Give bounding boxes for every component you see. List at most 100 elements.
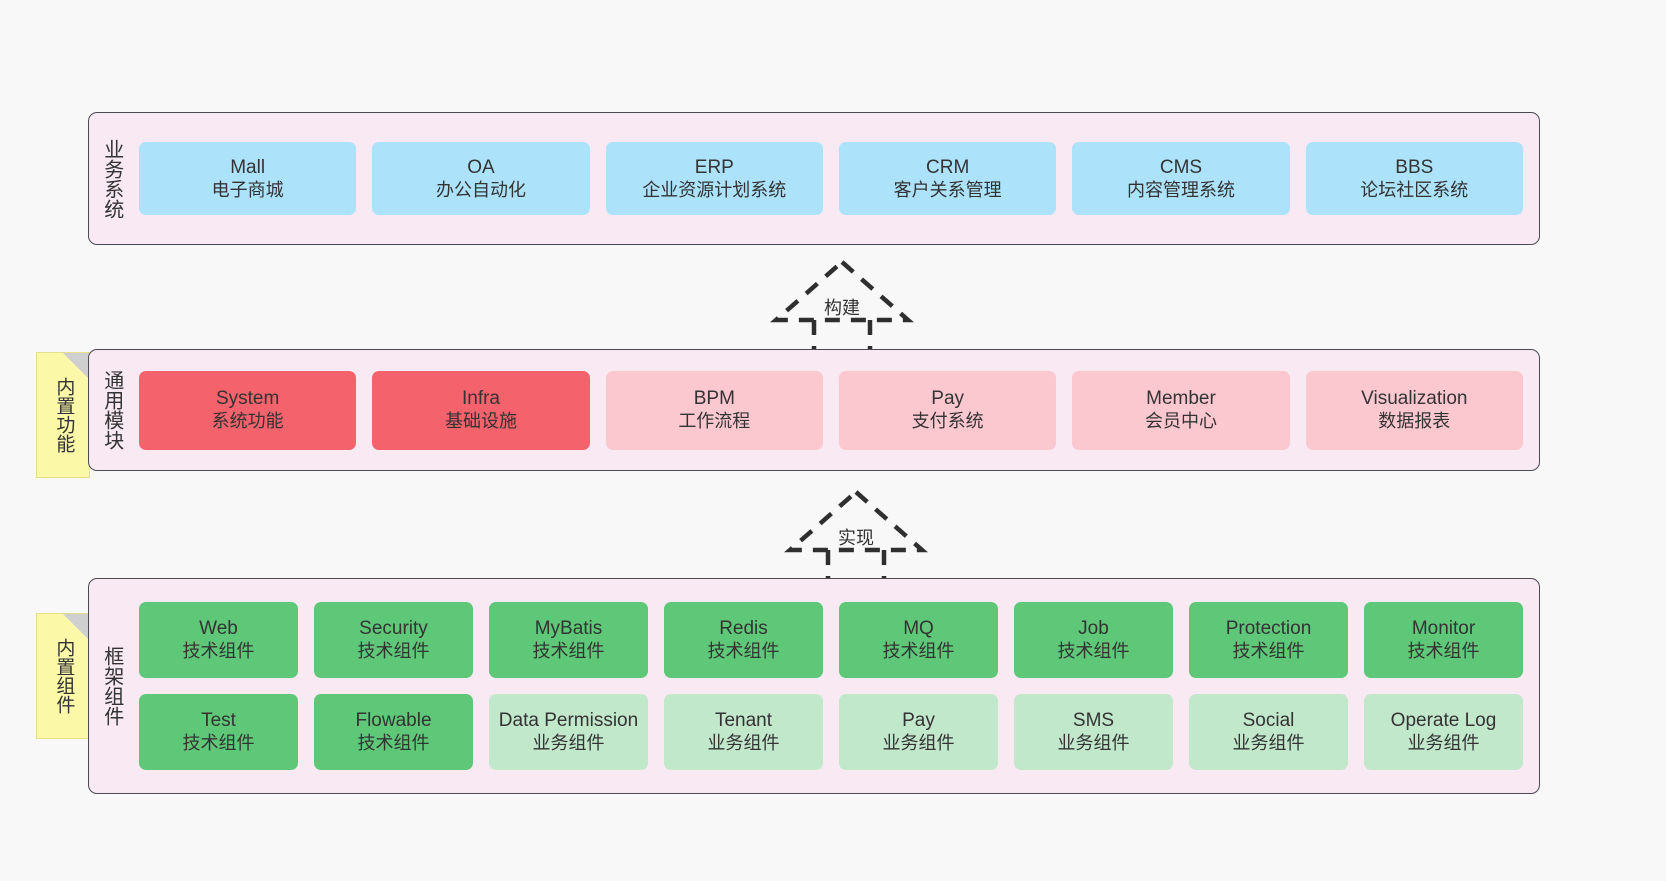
module-card-flowable[interactable]: Flowable 技术组件 [314, 694, 473, 770]
module-card-crm[interactable]: CRM 客户关系管理 [838, 142, 1057, 215]
module-card-pay-business[interactable]: Pay 业务组件 [839, 694, 998, 770]
module-card-subtitle: 基础设施 [444, 411, 517, 432]
module-card-title: Tenant [714, 710, 773, 732]
module-card-subtitle: 内容管理系统 [1126, 179, 1235, 200]
module-card-data-permission[interactable]: Data Permission 业务组件 [489, 694, 648, 770]
layer-body-business-system: Mall 电子商城 OA 办公自动化 ERP 企业资源计划系统 CRM 客户关系… [133, 113, 1539, 244]
module-card-title: System [215, 388, 280, 410]
module-card-subtitle: 业务组件 [1057, 733, 1130, 754]
module-card-subtitle: 数据报表 [1378, 411, 1451, 432]
layer-title-framework-component: 框架组件 [100, 646, 123, 726]
module-card-title: Security [359, 618, 428, 640]
layer-title-common-module: 通用模块 [100, 370, 123, 450]
module-card-sms[interactable]: SMS 业务组件 [1014, 694, 1173, 770]
module-card-title: Test [201, 710, 236, 732]
module-card-cms[interactable]: CMS 内容管理系统 [1072, 142, 1290, 215]
module-card-title: Visualization [1361, 388, 1468, 410]
module-card-title: MQ [903, 618, 934, 640]
layer-body-common-module: System 系统功能 Infra 基础设施 BPM 工作流程 Pay 支付系统… [133, 350, 1539, 470]
module-card-web[interactable]: Web 技术组件 [139, 602, 298, 678]
module-card-subtitle: 业务组件 [532, 733, 605, 754]
module-card-social[interactable]: Social 业务组件 [1189, 694, 1348, 770]
card-row: System 系统功能 Infra 基础设施 BPM 工作流程 Pay 支付系统… [139, 370, 1523, 450]
sticky-note-builtin-components: 内置组件 [36, 613, 90, 739]
module-card-title: OA [467, 156, 495, 178]
module-card-title: MyBatis [534, 618, 603, 640]
module-card-subtitle: 业务组件 [707, 733, 780, 754]
module-card-tenant[interactable]: Tenant 业务组件 [664, 694, 823, 770]
module-card-subtitle: 工作流程 [678, 411, 751, 432]
module-card-title: Data Permission [498, 710, 639, 732]
module-card-title: Infra [461, 388, 500, 410]
module-card-subtitle: 技术组件 [357, 641, 430, 662]
module-card-title: Social [1242, 710, 1295, 732]
module-card-title: CMS [1159, 156, 1203, 178]
sticky-note-label: 内置功能 [53, 377, 75, 453]
module-card-subtitle: 技术组件 [1232, 641, 1305, 662]
arrowhead-generalization [770, 259, 914, 323]
module-card-title: BPM [693, 388, 735, 410]
module-card-monitor[interactable]: Monitor 技术组件 [1364, 602, 1523, 678]
arrowhead-generalization [784, 489, 928, 553]
module-card-subtitle: 业务组件 [1232, 733, 1305, 754]
module-card-pay[interactable]: Pay 支付系统 [838, 370, 1057, 450]
layer-framework-component: 框架组件 Web 技术组件 Security 技术组件 MyBatis 技术组件… [88, 578, 1540, 794]
module-card-title: Mall [230, 156, 266, 178]
module-card-subtitle: 技术组件 [532, 641, 605, 662]
module-card-title: Monitor [1411, 618, 1476, 640]
module-card-mall[interactable]: Mall 电子商城 [139, 142, 357, 215]
layer-common-module: 通用模块 System 系统功能 Infra 基础设施 BPM 工作流程 Pay… [88, 349, 1540, 471]
module-card-subtitle: 论坛社区系统 [1360, 179, 1469, 200]
module-card-subtitle: 业务组件 [1407, 733, 1480, 754]
card-row: Test 技术组件 Flowable 技术组件 Data Permission … [139, 694, 1523, 770]
module-card-test[interactable]: Test 技术组件 [139, 694, 298, 770]
layer-business-system: 业务系统 Mall 电子商城 OA 办公自动化 ERP 企业资源计划系统 CRM… [88, 112, 1540, 245]
module-card-subtitle: 业务组件 [882, 733, 955, 754]
module-card-subtitle: 技术组件 [182, 641, 255, 662]
module-card-bbs[interactable]: BBS 论坛社区系统 [1305, 142, 1523, 215]
card-row: Web 技术组件 Security 技术组件 MyBatis 技术组件 Redi… [139, 602, 1523, 678]
module-card-title: ERP [694, 156, 734, 178]
module-card-subtitle: 技术组件 [357, 733, 430, 754]
module-card-title: Operate Log [1390, 710, 1497, 732]
module-card-title: Flowable [355, 710, 432, 732]
connector-build: 构建 [742, 256, 942, 361]
module-card-security[interactable]: Security 技术组件 [314, 602, 473, 678]
module-card-title: SMS [1072, 710, 1115, 732]
module-card-erp[interactable]: ERP 企业资源计划系统 [605, 142, 823, 215]
module-card-bpm[interactable]: BPM 工作流程 [605, 370, 823, 450]
layer-body-framework-component: Web 技术组件 Security 技术组件 MyBatis 技术组件 Redi… [133, 579, 1539, 793]
module-card-title: Protection [1225, 618, 1312, 640]
module-card-title: BBS [1395, 156, 1434, 178]
module-card-title: Member [1146, 388, 1216, 410]
module-card-subtitle: 企业资源计划系统 [642, 179, 787, 200]
module-card-subtitle: 电子商城 [211, 179, 284, 200]
module-card-oa[interactable]: OA 办公自动化 [372, 142, 590, 215]
card-row: Mall 电子商城 OA 办公自动化 ERP 企业资源计划系统 CRM 客户关系… [139, 142, 1523, 215]
module-card-infra[interactable]: Infra 基础设施 [372, 370, 590, 450]
layer-title-business-system: 业务系统 [100, 138, 123, 219]
module-card-subtitle: 客户关系管理 [893, 179, 1002, 200]
module-card-mybatis[interactable]: MyBatis 技术组件 [489, 602, 648, 678]
module-card-protection[interactable]: Protection 技术组件 [1189, 602, 1348, 678]
module-card-operate-log[interactable]: Operate Log 业务组件 [1364, 694, 1523, 770]
module-card-member[interactable]: Member 会员中心 [1072, 370, 1290, 450]
sticky-note-label: 内置组件 [53, 638, 75, 714]
module-card-mq[interactable]: MQ 技术组件 [839, 602, 998, 678]
module-card-visualization[interactable]: Visualization 数据报表 [1305, 370, 1523, 450]
module-card-title: CRM [926, 156, 970, 178]
module-card-subtitle: 办公自动化 [435, 179, 526, 200]
module-card-subtitle: 会员中心 [1144, 411, 1217, 432]
module-card-subtitle: 支付系统 [911, 411, 984, 432]
module-card-system[interactable]: System 系统功能 [139, 370, 357, 450]
module-card-redis[interactable]: Redis 技术组件 [664, 602, 823, 678]
module-card-subtitle: 技术组件 [1057, 641, 1130, 662]
module-card-subtitle: 系统功能 [211, 411, 284, 432]
module-card-subtitle: 技术组件 [182, 733, 255, 754]
module-card-job[interactable]: Job 技术组件 [1014, 602, 1173, 678]
module-card-title: Web [199, 618, 238, 640]
module-card-title: Pay [902, 710, 935, 732]
module-card-title: Job [1078, 618, 1109, 640]
connector-implement: 实现 [756, 486, 956, 591]
